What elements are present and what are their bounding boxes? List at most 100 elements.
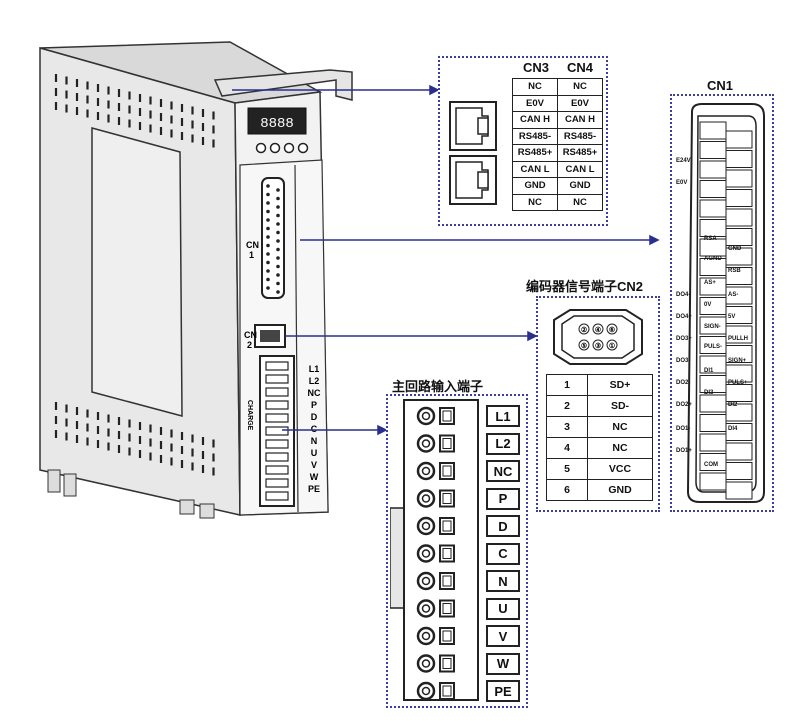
cn1-right-pin-label: DI2: [728, 402, 738, 408]
cn2-pin-number: 2: [546, 395, 588, 417]
cn1-right-pin-label: PULS+: [728, 380, 748, 386]
cn1-left-pin-label: DO1-: [676, 426, 691, 432]
terminal-label-u: U: [486, 597, 520, 620]
cn2-connector-pin-number: ⑤: [581, 342, 587, 350]
terminal-screw: [416, 434, 436, 453]
cn2-title: 编码器信号端子CN2: [526, 279, 644, 294]
cn1-right-pin-label: AS-: [728, 292, 739, 298]
panel-button-1: [255, 142, 267, 154]
drive-printed-terminal-label: U: [311, 448, 318, 458]
terminal-label-d: D: [486, 515, 520, 537]
cn1-mid-pin-label: SIGN-: [704, 324, 721, 330]
terminal-clamp: [439, 462, 455, 480]
cn1-left-pin-label: DO3+: [676, 336, 692, 342]
main-terminal-title: 主回路输入端子: [392, 379, 484, 394]
cn1-right-pin-label: SIGN+: [728, 358, 747, 364]
cn4-pin-3: CAN H: [557, 111, 603, 129]
terminal-label-l1: L1: [486, 405, 520, 427]
cn1-pin-cell: [725, 228, 753, 246]
cn1-pin-cell: [699, 394, 727, 413]
cn2-connector-pin: [578, 339, 590, 351]
cn1-right-pin-label: PULLH: [728, 336, 748, 342]
cn2-connector-pin: [592, 339, 604, 351]
terminal-block-drawing: [390, 399, 479, 701]
cn3-header: CN3: [522, 60, 549, 75]
terminal-label-c: C: [486, 542, 520, 565]
cn3-pin-4: RS485-: [512, 127, 558, 145]
cn2-pin-number: 6: [546, 479, 588, 501]
charge-label: CHARGE: [246, 400, 253, 431]
cn1-connector-drawing: [686, 103, 765, 503]
side-label-area: [91, 127, 183, 417]
cn2-connector-pin-number: ②: [581, 326, 587, 334]
cn1-pin-cell: [699, 180, 727, 198]
cn1-mid-pin-label: RSA: [704, 236, 717, 242]
cn1-title: CN1: [706, 78, 733, 93]
cn1-left-pin-label: E0V: [676, 180, 688, 186]
cn2-pin-signal: SD-: [587, 395, 653, 417]
terminal-clamp: [439, 572, 455, 590]
cn2-pin-number: 3: [546, 416, 588, 438]
cn1-pin-cell: [699, 160, 727, 179]
cn3-pin-7: GND: [512, 177, 558, 195]
cn1-left-pin-label: DO3-: [676, 358, 691, 364]
drive-printed-terminal-label: PE: [308, 484, 320, 494]
rj45-ports-illustration: [449, 101, 497, 205]
drive-printed-terminal-label: P: [311, 400, 317, 410]
cn2-pin-number: 1: [546, 374, 588, 396]
cn1-pin-cell: [725, 345, 753, 363]
drive-printed-terminal-label: L2: [309, 376, 320, 386]
cn1-pin-cell: [725, 423, 753, 441]
cn1-pin-cell: [725, 481, 753, 500]
svg-text:1: 1: [249, 250, 254, 260]
front-cn2-label: CN: [244, 330, 257, 340]
terminal-screw: [416, 571, 436, 591]
terminal-screw: [416, 681, 436, 701]
drive-printed-terminal-label: N: [311, 436, 318, 446]
drive-printed-terminal-label: NC: [308, 388, 321, 398]
terminal-label-l2: L2: [486, 432, 520, 455]
mounting-bracket: [213, 69, 353, 101]
cn1-pin-cell: [725, 286, 753, 305]
drive-printed-terminal-label: D: [311, 412, 318, 422]
drive-printed-terminal-label: L1: [309, 364, 320, 374]
terminal-label-nc: NC: [486, 460, 520, 482]
cn1-pin-cell: [699, 433, 727, 452]
cn1-pin-cell: [725, 189, 753, 207]
panel-button-2: [269, 142, 281, 154]
cn1-pin-cell: [725, 306, 753, 324]
cn1-left-pin-label: DO2+: [676, 402, 692, 408]
cn1-right-pin-label: DI4: [728, 426, 738, 432]
cn2-pin-signal: SD+: [587, 374, 653, 396]
cn3-pin-8: NC: [512, 193, 558, 211]
terminal-label-v: V: [486, 625, 520, 647]
cn2-connector-pin: [606, 323, 618, 335]
terminal-screw: [416, 654, 436, 673]
cn1-mid-pin-label: DI3: [704, 390, 714, 396]
cn1-left-pin-label: DO1+: [676, 448, 692, 454]
cn1-pin-cell: [725, 403, 753, 422]
led-display: [247, 107, 307, 135]
terminal-screw: [416, 489, 436, 508]
cn4-pin-6: CAN L: [557, 160, 603, 178]
cn1-right-pin-label: RSB: [728, 268, 741, 274]
cn1-pin-cell: [725, 462, 753, 480]
terminal-screw: [416, 516, 436, 536]
cn2-pin-signal: GND: [587, 479, 653, 501]
cn1-pin-cell: [725, 442, 753, 461]
cn1-right-pin-label: 5V: [728, 314, 736, 320]
cn3-pin-2: E0V: [512, 94, 558, 112]
cn1-pin-cell: [725, 208, 753, 227]
cn2-pin-signal: VCC: [587, 458, 653, 480]
panel-button-3: [283, 142, 295, 154]
cn1-right-pin-label: GND: [728, 246, 742, 252]
cn2-connector-pin: [606, 339, 618, 351]
cn3-pin-3: CAN H: [512, 111, 558, 129]
cn1-pin-cell: [699, 141, 727, 159]
